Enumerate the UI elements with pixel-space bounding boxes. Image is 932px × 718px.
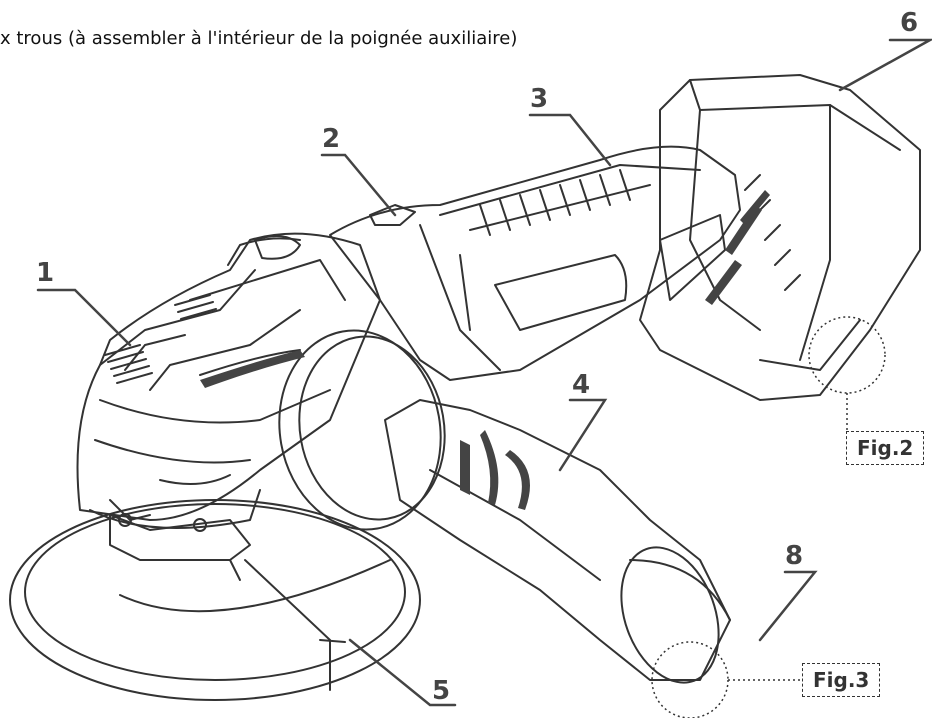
caption-text: x trous (à assembler à l'intérieur de la…: [0, 28, 518, 49]
leader-1: [36, 288, 132, 347]
leader-5: [348, 638, 457, 707]
fig3-label: Fig.3: [802, 663, 881, 697]
callout-5: 5: [432, 676, 451, 706]
grip-ribs: [479, 169, 631, 236]
side-handle: [384, 399, 731, 684]
spindle-flange: [109, 513, 251, 581]
callout-4: 4: [572, 370, 591, 400]
vent-slots: [104, 294, 217, 384]
motor-grip: [329, 145, 741, 381]
leader-2: [320, 153, 397, 217]
leader-3: [528, 113, 612, 167]
leader-6: [838, 38, 932, 92]
flange-plate: [278, 329, 446, 531]
callout-8: 8: [785, 541, 804, 571]
dark-accents: [200, 190, 770, 510]
leader-4: [558, 398, 608, 472]
callout-3: 3: [530, 84, 549, 114]
fig2-label: Fig.2: [846, 431, 925, 465]
callout-1: 1: [36, 258, 55, 288]
fig2-detail-circle: [808, 316, 886, 394]
leader-8: [758, 570, 818, 642]
callout-2: 2: [322, 124, 341, 154]
disc-guard: [9, 499, 421, 701]
callout-6: 6: [900, 8, 919, 38]
battery-pack: [639, 74, 921, 401]
